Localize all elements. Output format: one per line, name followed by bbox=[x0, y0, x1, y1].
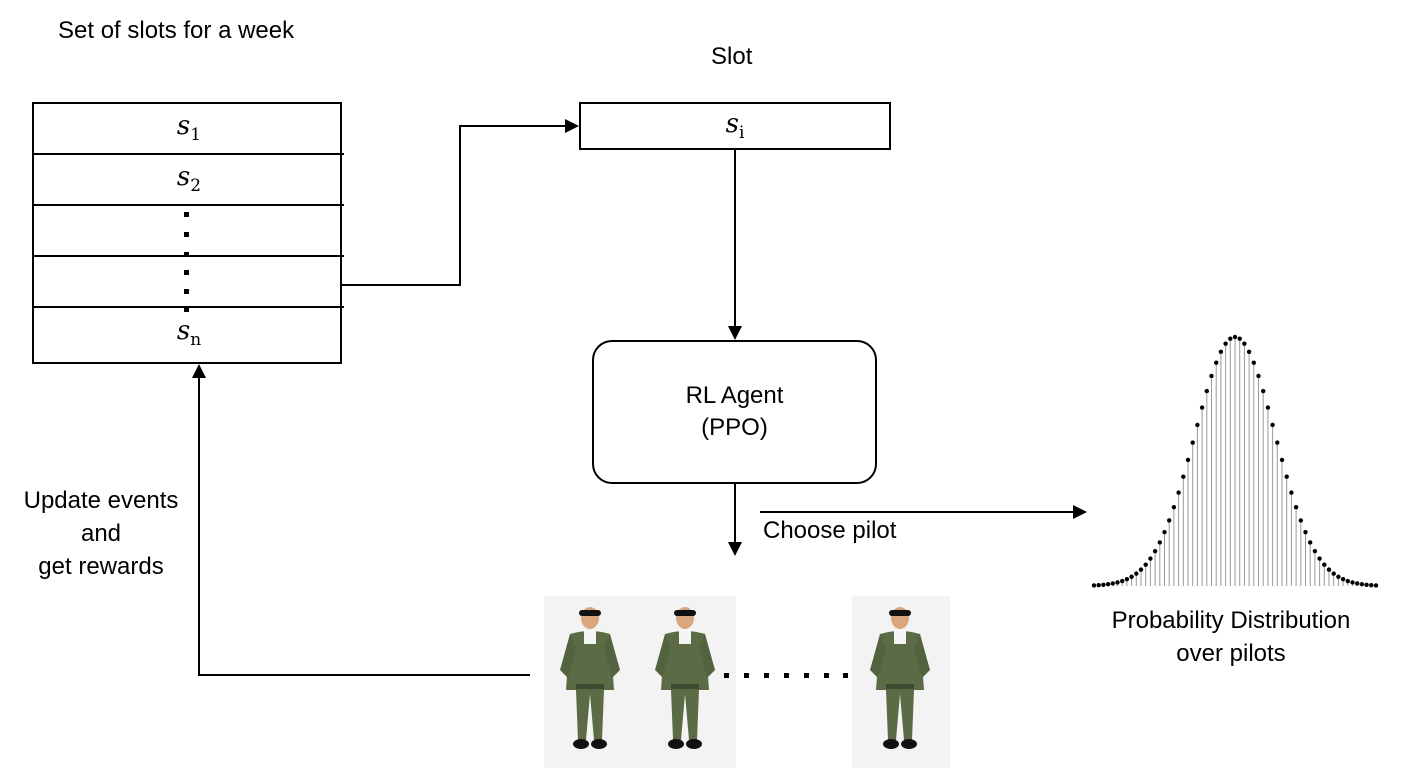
distribution-point bbox=[1232, 334, 1238, 340]
distribution-point bbox=[1209, 373, 1214, 379]
distribution-point bbox=[1199, 405, 1205, 410]
distribution-point bbox=[1312, 548, 1318, 554]
distribution-point bbox=[1223, 341, 1228, 346]
distribution-point bbox=[1355, 581, 1360, 586]
distribution-point bbox=[1105, 582, 1111, 587]
distribution-point bbox=[1340, 576, 1346, 582]
ellipsis-vertical-icon bbox=[184, 212, 190, 312]
distribution-point bbox=[1218, 349, 1224, 354]
distribution-point bbox=[1157, 540, 1163, 545]
distribution-point bbox=[1228, 336, 1233, 341]
distribution-point bbox=[1115, 580, 1120, 585]
distribution-point bbox=[1289, 490, 1294, 495]
distribution-point bbox=[1373, 583, 1379, 588]
distribution-point bbox=[1176, 490, 1181, 495]
distribution-point bbox=[1101, 582, 1106, 588]
distribution-point bbox=[1308, 540, 1313, 545]
distribution-point bbox=[1162, 529, 1167, 535]
distribution-point bbox=[1091, 583, 1097, 588]
distribution-plot bbox=[1091, 334, 1379, 588]
rl-agent-label: RL Agent bbox=[685, 382, 784, 409]
slot-row-2[interactable]: s2 bbox=[34, 155, 344, 206]
distribution-point bbox=[1256, 373, 1261, 379]
distribution-point bbox=[1181, 474, 1186, 479]
slot-symbol: sn bbox=[176, 316, 202, 351]
distribution-point bbox=[1242, 341, 1247, 346]
distribution-point bbox=[1279, 457, 1285, 463]
pilot-icon bbox=[870, 607, 930, 749]
distribution-point bbox=[1261, 388, 1266, 394]
rl-agent-algorithm: (PPO) bbox=[701, 414, 768, 441]
slot-row-3[interactable] bbox=[34, 206, 344, 257]
distribution-point bbox=[1246, 349, 1252, 354]
distribution-point bbox=[1185, 457, 1191, 463]
distribution-point bbox=[1171, 504, 1177, 510]
pilot-icon bbox=[655, 607, 715, 749]
distribution-point bbox=[1275, 440, 1280, 445]
distribution-point bbox=[1214, 360, 1219, 365]
distribution-point bbox=[1134, 571, 1139, 576]
distribution-point bbox=[1364, 582, 1369, 588]
distribution-point bbox=[1369, 582, 1374, 588]
slot-symbol: s2 bbox=[176, 162, 202, 197]
distribution-point bbox=[1110, 581, 1116, 586]
slot-row-4[interactable] bbox=[34, 257, 344, 308]
distribution-point bbox=[1148, 556, 1153, 561]
distribution-point bbox=[1293, 504, 1299, 510]
distribution-point bbox=[1167, 518, 1172, 523]
distribution-point bbox=[1322, 562, 1327, 567]
distribution-point bbox=[1120, 578, 1125, 584]
rl-agent-box[interactable]: RL Agent (PPO) bbox=[592, 340, 877, 484]
slot-symbol: s1 bbox=[176, 111, 202, 146]
distribution-point bbox=[1270, 422, 1275, 428]
distribution-point bbox=[1303, 529, 1308, 535]
distribution-point bbox=[1195, 422, 1200, 428]
distribution-point bbox=[1284, 474, 1289, 479]
pilot-icon bbox=[560, 607, 620, 749]
distribution-point bbox=[1336, 574, 1341, 579]
distribution-point bbox=[1265, 405, 1271, 410]
distribution-point bbox=[1326, 567, 1332, 572]
distribution-point bbox=[1298, 518, 1304, 523]
update-events-label: Update events and get rewards bbox=[23, 487, 179, 580]
distribution-point bbox=[1345, 578, 1351, 584]
distribution-point bbox=[1359, 582, 1365, 587]
ellipsis-horizontal-icon bbox=[724, 673, 848, 678]
select-slot-arrow bbox=[342, 119, 579, 286]
distribution-point bbox=[1204, 388, 1210, 394]
slots-title: Set of slots for a week bbox=[58, 17, 295, 44]
distribution-point bbox=[1190, 440, 1195, 445]
distribution-point bbox=[1124, 576, 1130, 582]
distribution-point bbox=[1237, 336, 1242, 341]
distribution-label: Probability Distribution over pilots bbox=[1111, 607, 1351, 667]
feedback-arrow bbox=[192, 364, 530, 676]
slot-row-n[interactable]: sn bbox=[34, 308, 344, 359]
distribution-point bbox=[1096, 582, 1101, 588]
distribution-point bbox=[1152, 548, 1158, 554]
distribution-point bbox=[1138, 567, 1144, 572]
slot-row-1[interactable]: s1 bbox=[34, 104, 344, 155]
distribution-point bbox=[1129, 574, 1134, 579]
slot-title: Slot bbox=[711, 43, 753, 70]
slot-symbol: si bbox=[725, 108, 745, 144]
slot-box[interactable]: si bbox=[579, 102, 891, 150]
distribution-point bbox=[1251, 360, 1257, 365]
distribution-point bbox=[1350, 580, 1355, 585]
distribution-point bbox=[1143, 562, 1148, 567]
distribution-point bbox=[1317, 556, 1322, 561]
distribution-point bbox=[1331, 571, 1336, 576]
choose-pilot-label: Choose pilot bbox=[763, 517, 897, 544]
slots-table: s1 s2 sn bbox=[32, 102, 344, 364]
